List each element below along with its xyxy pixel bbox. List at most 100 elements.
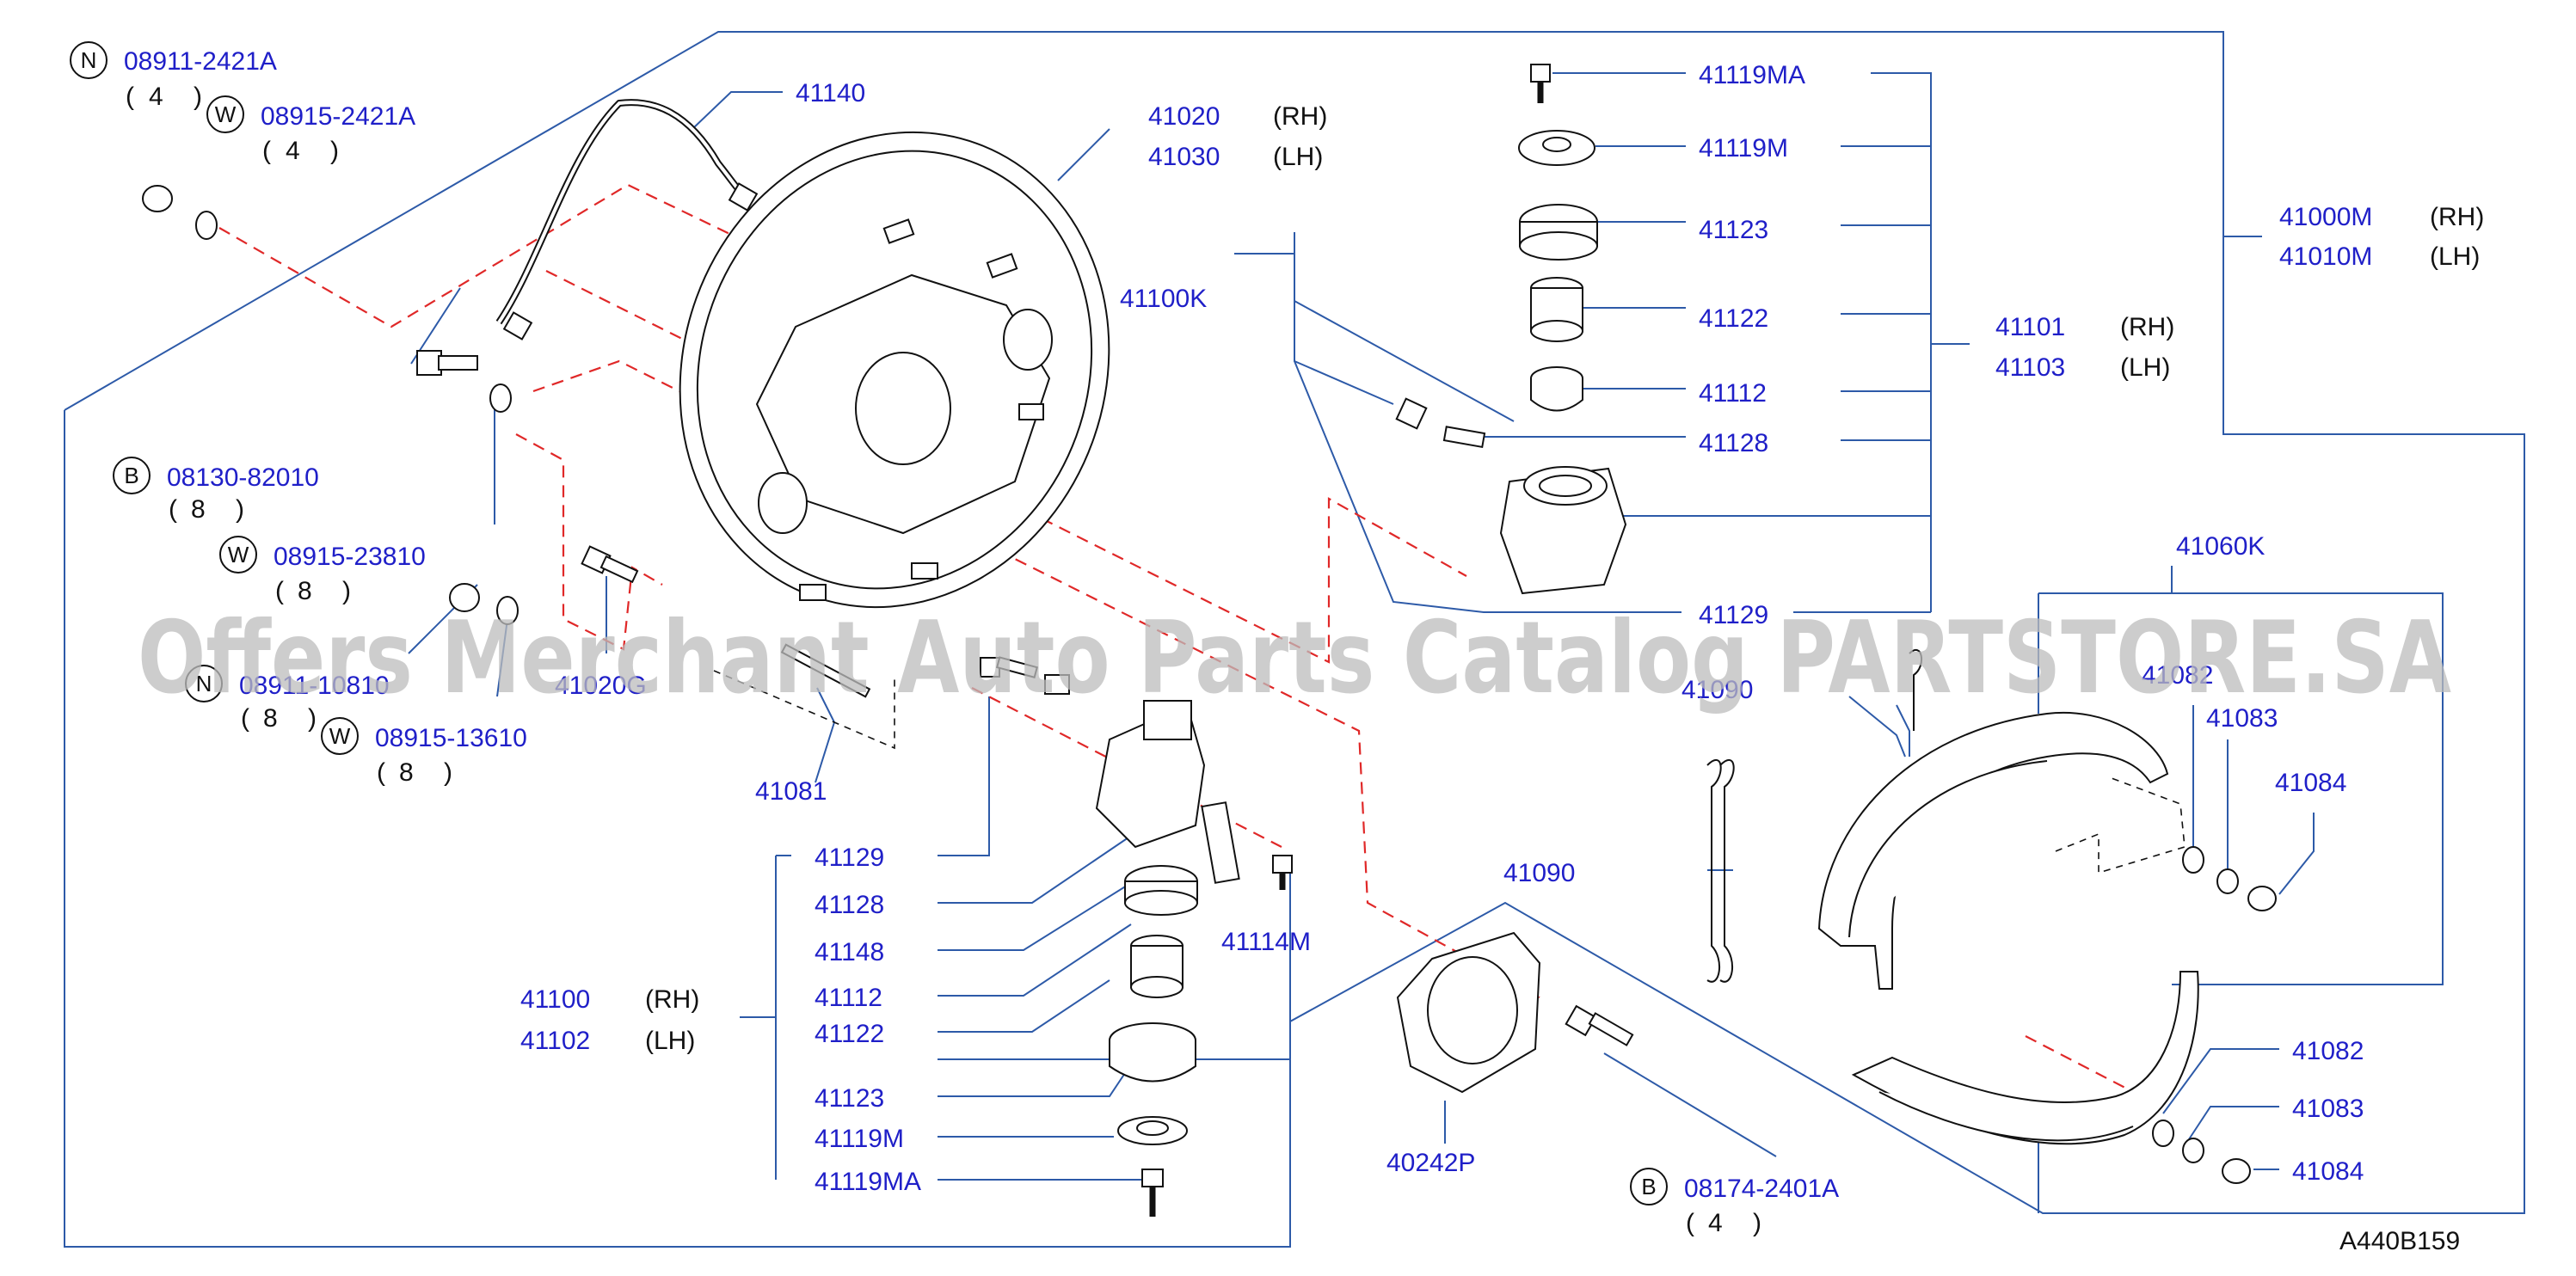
side-label-rh: (RH) [2120,313,2174,341]
callout-letter-circle [321,717,359,755]
part-label-41128-top[interactable]: 41128 [1699,429,1768,457]
part-label-41082-upper[interactable]: 41082 [2142,661,2213,690]
part-label-41020[interactable]: 41020 [1148,102,1220,131]
callout-letter: B [124,463,138,488]
part-label-41090-lower[interactable]: 41090 [1503,859,1575,887]
side-label-rh: (RH) [2430,203,2484,231]
part-label-41103[interactable]: 41103 [1995,353,2065,382]
part-label-41119m-top[interactable]: 41119M [1699,134,1788,163]
callout-part-number: 08915-23810 [274,543,426,571]
part-label-41100k[interactable]: 41100K [1120,285,1207,313]
callout-letter: W [228,542,249,567]
part-label-41148[interactable]: 41148 [815,938,884,966]
callout-b-08174-2401a[interactable]: B 08174-2401A ( 4 ) [1630,1168,1839,1237]
callout-part-number: 08911-2421A [124,47,277,76]
part-label-41129-top[interactable]: 41129 [1699,601,1768,629]
callout-qty: 8 [263,704,278,733]
callout-part-number: 08130-82010 [167,463,319,492]
part-label-41129-lower[interactable]: 41129 [815,844,884,872]
part-label-41010m[interactable]: 41010M [2279,242,2372,271]
callout-letter-circle [206,95,244,133]
callout-part-number: 08911-10810 [239,672,390,700]
callout-w-08915-13610[interactable]: W 08915-13610 ( 8 ) [321,717,527,787]
part-label-41081[interactable]: 41081 [755,777,827,806]
callout-qty-close: ) [444,758,452,787]
callout-letter: W [329,723,351,749]
part-label-41112-top[interactable]: 41112 [1699,379,1767,408]
part-label-41140[interactable]: 41140 [796,79,865,107]
part-label-40242p[interactable]: 40242P [1386,1149,1475,1177]
part-label-41090-upper[interactable]: 41090 [1681,676,1753,704]
part-label-41100[interactable]: 41100 [520,985,590,1014]
callout-letter-circle [1630,1168,1668,1205]
callout-qty-open: ( [1686,1209,1694,1237]
part-label-41084-upper[interactable]: 41084 [2275,769,2346,797]
callout-letter: B [1641,1174,1656,1199]
callout-w-08915-23810[interactable]: W 08915-23810 ( 8 ) [219,536,426,605]
side-label-lh: (LH) [2120,353,2170,382]
part-label-41084-lower[interactable]: 41084 [2292,1157,2364,1186]
part-label-41020g[interactable]: 41020G [555,672,647,700]
callout-qty-open: ( [126,83,134,111]
callout-qty: 4 [149,83,163,111]
part-label-41060k[interactable]: 41060K [2176,532,2265,561]
callout-qty: 8 [298,577,312,605]
part-label-41114m[interactable]: 41114M [1221,928,1311,956]
part-label-41083-upper[interactable]: 41083 [2206,704,2278,733]
callout-qty-close: ) [330,137,339,165]
callout-letter: W [215,101,237,127]
callout-qty-close: ) [308,704,317,733]
diagram-code: A440B159 [2339,1227,2460,1255]
part-label-41122-lower[interactable]: 41122 [815,1020,884,1048]
callout-letter: N [81,47,97,73]
part-label-41123-top[interactable]: 41123 [1699,216,1768,244]
callout-w-08915-2421a[interactable]: W 08915-2421A ( 4 ) [206,95,415,165]
left-fasteners [142,185,1070,698]
part-label-41128-lower[interactable]: 41128 [815,891,884,919]
callout-qty-close: ) [194,83,202,111]
callout-qty: 8 [399,758,414,787]
callout-qty-open: ( [377,758,385,787]
part-label-41082-lower[interactable]: 41082 [2292,1037,2364,1065]
callout-qty-close: ) [342,577,351,605]
callout-n-08911-10810[interactable]: N 08911-10810 ( 8 ) [185,665,390,733]
part-label-41000m[interactable]: 41000M [2279,203,2372,231]
part-label-41112-lower[interactable]: 41112 [815,984,882,1012]
callout-part-number: 08915-13610 [375,724,527,752]
brake-tube [495,99,759,340]
side-label-lh: (LH) [1273,143,1323,171]
side-label-lh: (LH) [645,1027,695,1055]
callout-b-08130-82010[interactable]: B 08130-82010 ( 8 ) [113,457,319,524]
part-label-41119m-lower[interactable]: 41119M [815,1125,904,1153]
callout-letter-circle [219,536,257,574]
part-label-41119ma-top[interactable]: 41119MA [1699,61,1805,89]
callout-letter-circle [113,457,151,494]
callout-qty-close: ) [236,495,244,524]
callout-letter-circle [185,665,223,702]
callout-qty: 4 [286,137,300,165]
part-label-41123-lower[interactable]: 41123 [815,1084,884,1113]
part-label-41083-lower[interactable]: 41083 [2292,1095,2364,1123]
part-label-41101[interactable]: 41101 [1995,313,2065,341]
watermark: Offers Merchant Auto Parts Catalog PARTS… [138,600,2451,716]
side-label-rh: (RH) [645,985,699,1014]
callout-qty-open: ( [169,495,177,524]
side-label-rh: (RH) [1273,102,1327,131]
bottom-cylinder [1095,700,1293,1217]
part-label-41122-top[interactable]: 41122 [1699,304,1768,333]
part-label-41030[interactable]: 41030 [1148,143,1220,171]
brake-shoes [1817,711,2277,1184]
part-label-41119ma-lower[interactable]: 41119MA [815,1168,921,1196]
callout-part-number: 08174-2401A [1684,1175,1839,1203]
gasket-and-bolt [1396,931,1634,1094]
callout-qty: 8 [191,495,206,524]
callout-qty: 4 [1708,1209,1723,1237]
part-labels: 41140 41020 (RH) 41030 (LH) 41100K 41119… [520,61,2484,1255]
part-label-41102[interactable]: 41102 [520,1027,590,1055]
callout-n-08911-2421a[interactable]: N 08911-2421A ( 4 ) [70,41,277,111]
callout-qty-open: ( [262,137,271,165]
top-cylinder-parts [1395,64,1627,595]
callout-letter-circle [70,41,108,79]
callout-qty-open: ( [241,704,249,733]
